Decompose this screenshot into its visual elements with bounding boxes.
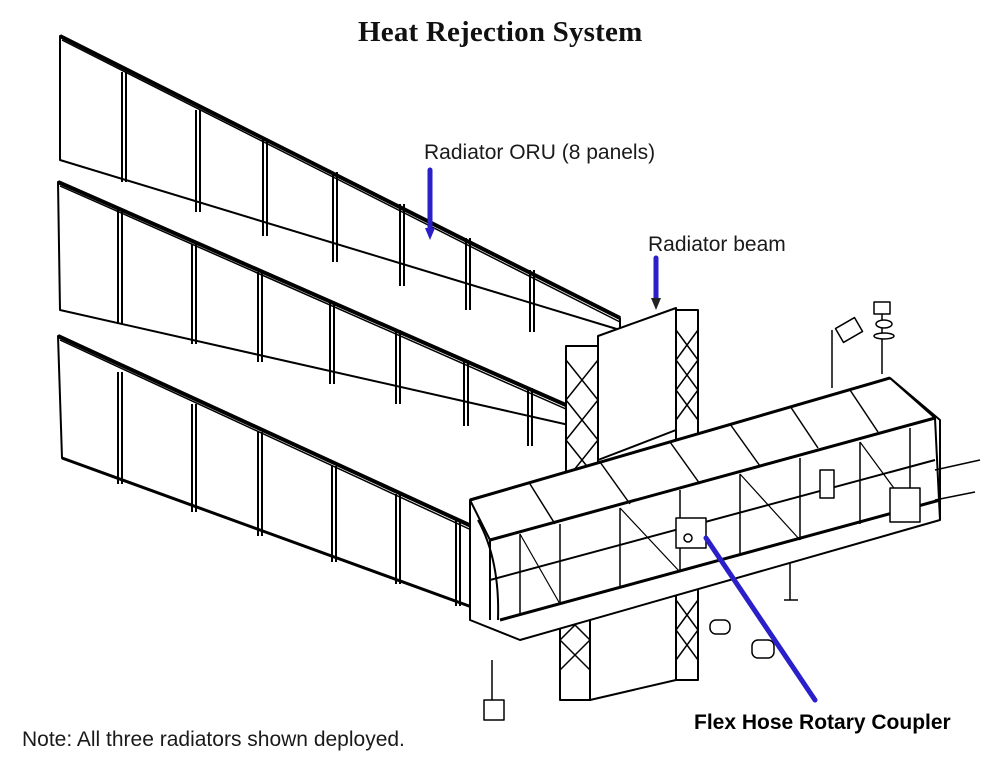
label-radiator-beam: Radiator beam bbox=[648, 233, 786, 256]
arrow-radiator-oru bbox=[425, 167, 435, 240]
radiator-wing-lower bbox=[57, 334, 481, 612]
arrow-radiator-beam bbox=[651, 255, 661, 310]
flex-hose-rotary-coupler bbox=[675, 517, 707, 549]
label-radiator-oru: Radiator ORU (8 panels) bbox=[424, 141, 656, 164]
diagram-title: Heat Rejection System bbox=[358, 16, 643, 48]
truss-segment bbox=[469, 301, 981, 721]
label-flex-hose-rotary-coupler: Flex Hose Rotary Coupler bbox=[694, 711, 951, 734]
deployment-note: Note: All three radiators shown deployed… bbox=[22, 728, 405, 751]
arrow-flex-hose bbox=[703, 535, 818, 703]
callout-arrows bbox=[425, 167, 818, 703]
radiator-wing-middle bbox=[57, 180, 601, 446]
radiator-beam bbox=[559, 307, 699, 701]
